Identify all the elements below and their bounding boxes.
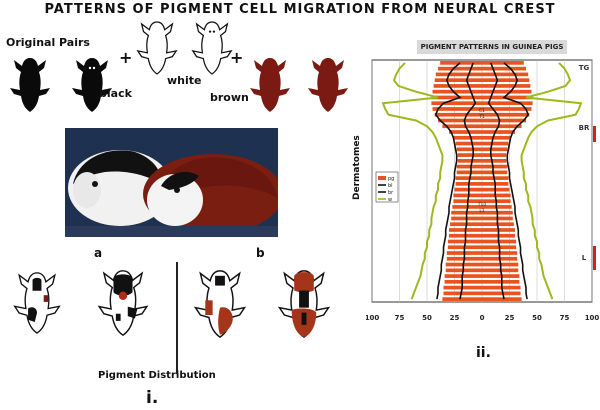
original-pairs-label: Original Pairs [6,36,90,49]
pigment-bar [432,89,532,94]
segment-label: T10 [477,202,487,208]
brown-boundary-line-right [487,62,505,300]
region-marker [593,246,596,270]
x-tick-label: 25 [505,314,515,322]
pigment-bar [434,112,530,117]
pigment-bar [455,176,509,180]
white-pelt-2 [191,21,233,75]
panel-i-label: i. [146,388,159,408]
segment-label: T1 [478,114,485,120]
pigment-bar [446,251,518,255]
pigment-bar [442,297,522,301]
black-boundary-line-right [502,62,530,300]
pigment-bar [452,205,512,209]
pigment-bar [444,274,520,278]
legend-label: bl [388,183,393,189]
pigment-bar [445,268,519,273]
pigment-bar [453,135,511,140]
pigment-bar [456,170,508,175]
legend-label: w [388,197,392,203]
black-boundary-line-left [434,62,462,300]
pigment-bar [438,118,526,123]
x-tick-label: 75 [560,314,570,322]
pigment-bar [433,84,531,88]
legend-label: br [388,190,394,196]
pigment-bar [449,233,515,238]
pigment-bar [450,222,514,227]
pigment-bar [445,262,519,267]
brown-pelt-2 [308,58,348,112]
pigment-bar [454,187,510,192]
x-tick-label: 25 [450,314,460,322]
brown-label: brown [210,91,249,104]
white-pelt-1 [136,21,178,75]
pigment-distribution-label: Pigment Distribution [98,370,216,381]
pigment-bar [455,182,509,186]
white-boundary-line-left [381,62,444,300]
distribution-pelt-4 [277,270,331,338]
pigment-bar [456,147,508,152]
region-label: L [582,254,587,262]
pigment-bar [456,164,508,169]
chart-ylabel: Dermatomes [352,135,362,200]
distribution-pelt-1 [13,272,61,334]
distribution-pelt-2 [97,270,149,337]
photo-label-b: b [256,246,265,260]
pigment-bar [447,239,517,244]
x-tick-label: 100 [585,314,600,322]
black-label: black [99,87,132,100]
pigment-bar [451,216,513,221]
pigment-bar [443,285,521,290]
pigment-bar [453,199,511,204]
pigment-bar [443,291,521,296]
pigment-bar [440,61,524,65]
pigment-bar [449,130,515,134]
black-pelt-1 [10,58,50,112]
pigment-bar [451,210,513,215]
region-label: BR [579,124,590,132]
segment-label: L1 [479,208,485,214]
x-tick-label: 75 [395,314,405,322]
pigment-bar [457,153,507,157]
x-tick-label: 50 [422,314,432,322]
pigment-bar [453,193,511,198]
pigment-bar [449,228,515,232]
page-title: PATTERNS OF PIGMENT CELL MIGRATION FROM … [44,2,556,17]
x-tick-label: 50 [532,314,542,322]
pigment-bar [444,279,520,284]
white-label: white [167,74,202,87]
x-tick-label: 100 [366,314,379,322]
pigment-bar [455,141,509,146]
region-marker [593,126,596,142]
chart-title: PIGMENT PATTERNS IN GUINEA PIGS [417,40,567,54]
pigment-bar [431,95,533,100]
brown-pelt-1 [250,58,290,112]
pigment-bar [447,245,517,250]
black-pelt-2 [72,58,112,112]
guinea-pig-photo [65,128,278,237]
x-tick-label: 0 [480,314,485,322]
pigment-bar [435,72,529,77]
brown-boundary-line-left [459,62,477,300]
panel-ii-label: ii. [476,345,491,361]
pigment-bar [432,107,532,111]
segment-label: C1 [479,108,485,114]
distribution-pelt-3 [193,270,247,338]
pigment-bar [438,66,526,71]
plus-sign-1: + [119,48,133,67]
pigment-bar [431,101,533,106]
panel-divider [176,262,178,374]
photo-label-a: a [94,246,103,260]
region-label: TG [579,64,590,72]
pigment-bar [457,158,507,163]
legend-label: pg [388,176,394,182]
pigment-bar [446,256,518,261]
white-boundary-line-right [520,62,583,300]
plus-sign-2: + [230,48,244,67]
pigment-bar [434,78,530,83]
pigment-bar [442,124,522,129]
